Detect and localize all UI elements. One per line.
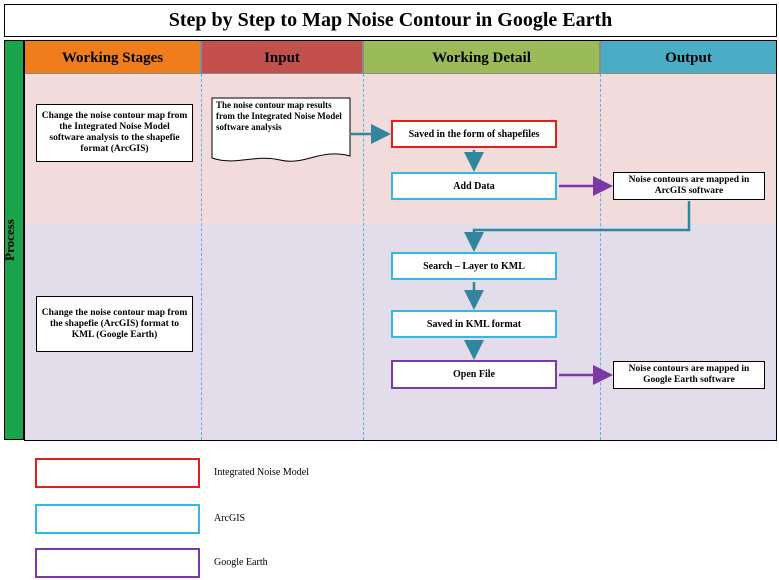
step-add-data: Add Data bbox=[391, 172, 557, 200]
legend-swatch-arcgis bbox=[35, 504, 200, 534]
header-working-detail: Working Detail bbox=[363, 40, 600, 74]
input-document-shape bbox=[211, 97, 351, 162]
legend-swatch-integrated-noise-model bbox=[35, 458, 200, 488]
legend-label-arcgis: ArcGIS bbox=[214, 513, 246, 524]
stage-box-shapefile: Change the noise contour map from the In… bbox=[36, 104, 193, 162]
step-search-layer-to-kml: Search – Layer to KML bbox=[391, 252, 557, 280]
process-bar bbox=[4, 40, 24, 440]
swimlane-frame bbox=[24, 40, 777, 441]
legend-label-integrated-noise-model: Integrated Noise Model bbox=[214, 467, 309, 478]
column-divider bbox=[363, 74, 364, 440]
step-saved-shapefiles: Saved in the form of shapefiles bbox=[391, 120, 557, 148]
step-open-file: Open File bbox=[391, 360, 557, 389]
header-working-stages: Working Stages bbox=[24, 40, 201, 74]
column-divider bbox=[600, 74, 601, 440]
step-saved-kml-format: Saved in KML format bbox=[391, 310, 557, 338]
legend-label-google-earth: Google Earth bbox=[214, 557, 268, 568]
header-output: Output bbox=[600, 40, 777, 74]
legend-swatch-google-earth bbox=[35, 548, 200, 578]
arrow-output-to-search bbox=[464, 201, 691, 252]
column-divider bbox=[201, 74, 202, 440]
stage-box-kml: Change the noise contour map from the sh… bbox=[36, 296, 193, 352]
output-google-earth: Noise contours are mapped in Google Eart… bbox=[613, 361, 765, 389]
output-arcgis: Noise contours are mapped in ArcGIS soft… bbox=[613, 172, 765, 200]
diagram-title: Step by Step to Map Noise Contour in Goo… bbox=[4, 4, 777, 37]
input-document-text: The noise contour map results from the I… bbox=[216, 100, 342, 132]
